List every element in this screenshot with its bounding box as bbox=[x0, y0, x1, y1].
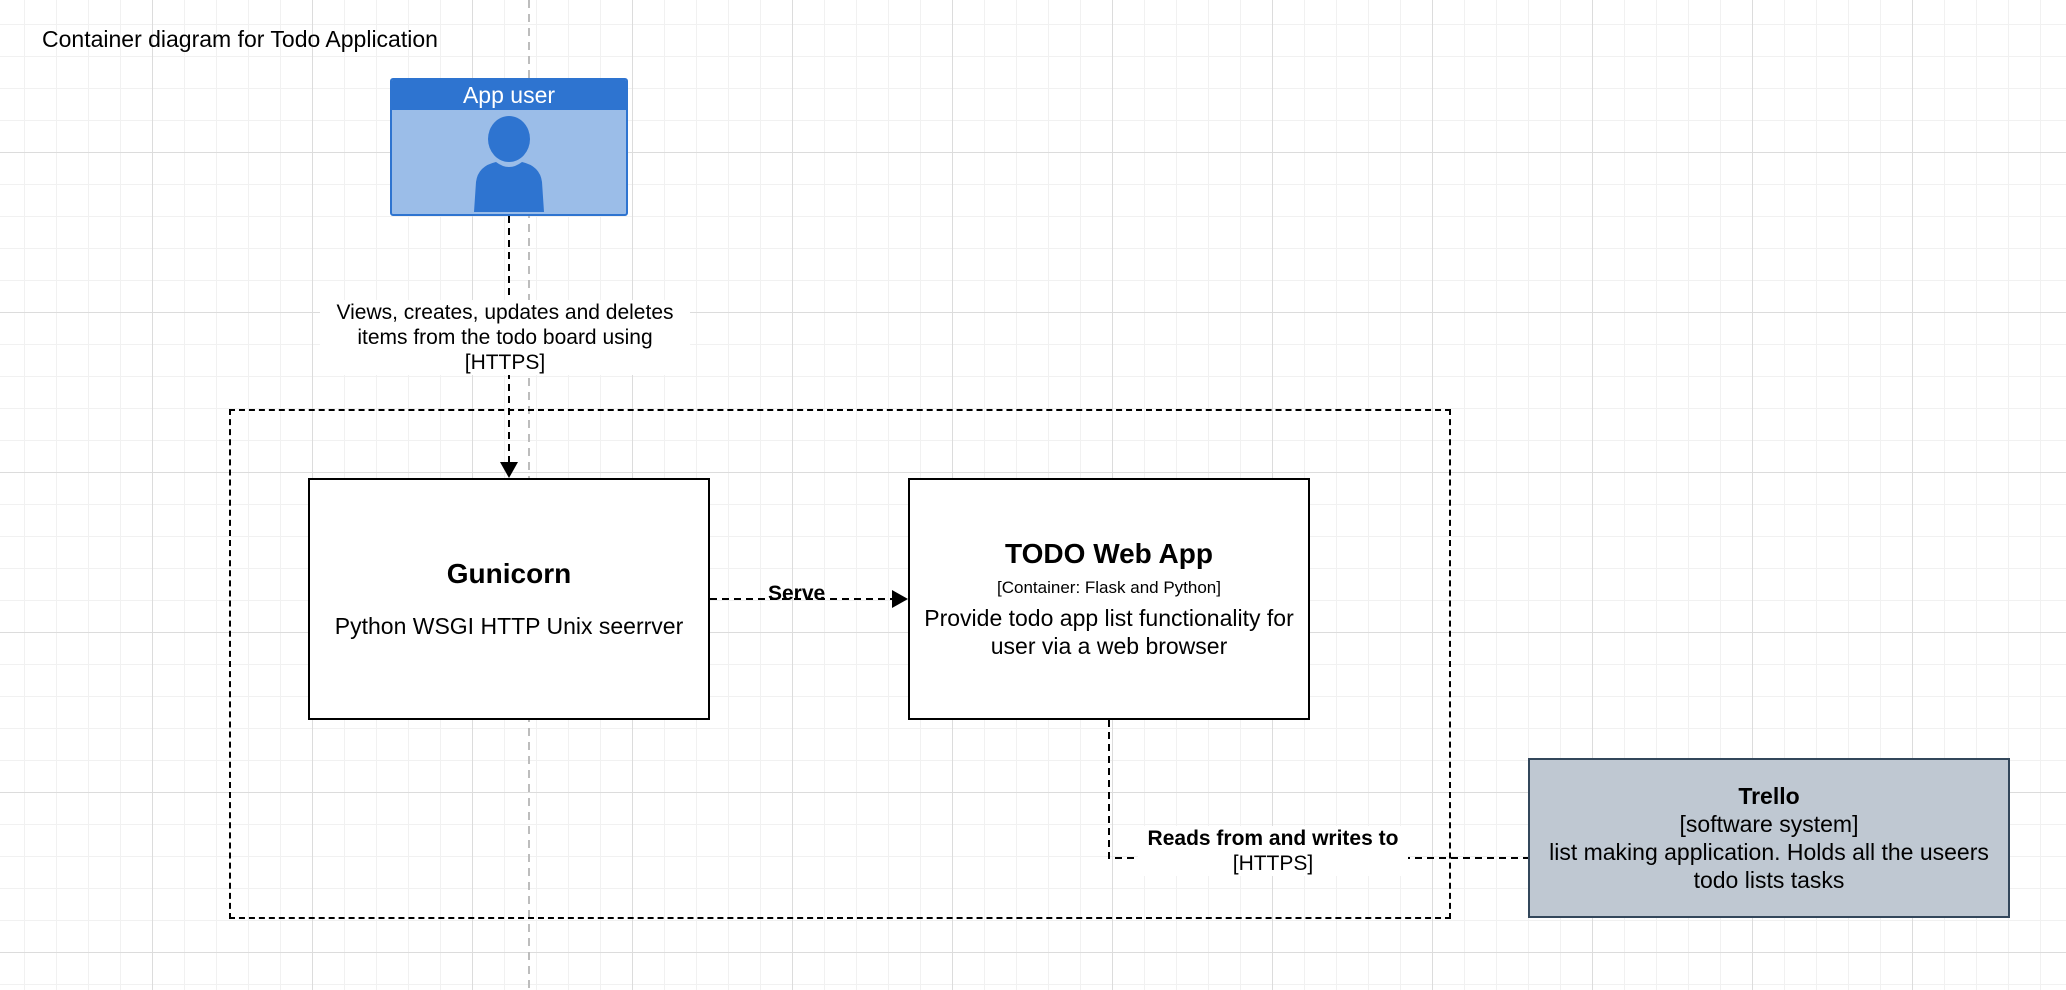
person-icon bbox=[474, 116, 544, 212]
edge-label-user-to-gunicorn: Views, creates, updates and deletes item… bbox=[320, 300, 690, 375]
trello-description: list making application. Holds all the u… bbox=[1549, 839, 1989, 893]
trello-software-system[interactable]: Trello [software system] list making app… bbox=[1528, 758, 2010, 918]
app-user-person[interactable]: App user bbox=[390, 78, 628, 216]
todo-web-app-technology: [Container: Flask and Python] bbox=[997, 578, 1221, 597]
edge-label-protocol: [HTTPS] bbox=[464, 351, 546, 374]
gunicorn-title: Gunicorn bbox=[446, 558, 572, 589]
edge-label-serve: Serve bbox=[768, 582, 826, 605]
edge-label-text: Reads from and writes to bbox=[1147, 827, 1399, 850]
todo-web-app-description: Provide todo app list functionality for … bbox=[924, 605, 1294, 659]
edge-label-text: Views, creates, updates and deletes item… bbox=[336, 301, 674, 349]
edge-label-webapp-to-trello: Reads from and writes to [HTTPS] bbox=[1138, 826, 1408, 876]
arrowhead-webapp bbox=[892, 590, 908, 608]
trello-type: [software system] bbox=[1679, 811, 1859, 837]
todo-web-app-title: TODO Web App bbox=[1005, 538, 1213, 569]
edge-webapp-to-trello bbox=[1108, 720, 1528, 859]
app-user-label: App user bbox=[392, 80, 626, 110]
gunicorn-description: Python WSGI HTTP Unix seerrver bbox=[334, 613, 684, 639]
arrowhead-gunicorn bbox=[500, 462, 518, 478]
todo-web-app-container[interactable]: TODO Web App [Container: Flask and Pytho… bbox=[908, 478, 1310, 720]
diagram-title: Container diagram for Todo Application bbox=[42, 26, 438, 52]
system-boundary bbox=[229, 409, 1451, 919]
gunicorn-container[interactable]: Gunicorn Python WSGI HTTP Unix seerrver bbox=[308, 478, 710, 720]
edge-label-protocol: [HTTPS] bbox=[1232, 852, 1314, 875]
trello-title: Trello bbox=[1738, 783, 1800, 809]
